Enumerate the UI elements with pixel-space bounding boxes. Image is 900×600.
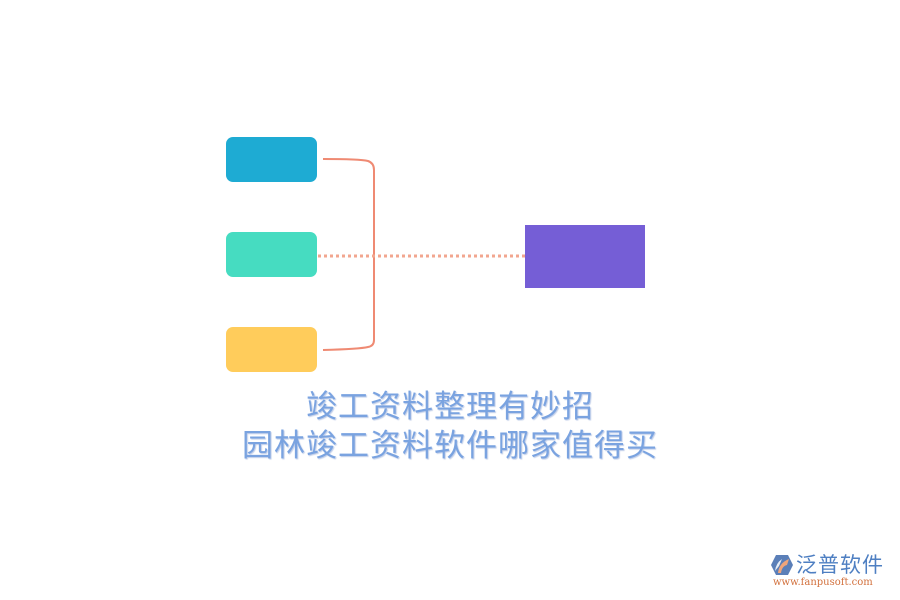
right-node-purple — [525, 225, 645, 288]
fanpu-logo-icon — [771, 555, 793, 575]
logo-url: www.fanpusoft.com — [773, 577, 873, 588]
left-node-blue — [226, 137, 317, 182]
title-line-2: 园林竣工资料软件哪家值得买 — [242, 428, 658, 464]
left-node-yellow — [226, 327, 317, 372]
left-node-teal — [226, 232, 317, 277]
fanpu-logo: 泛普软件 www.fanpusoft.com — [770, 552, 895, 592]
logo-name: 泛普软件 — [796, 553, 884, 577]
bracket-connector — [322, 158, 375, 351]
title-line-1: 竣工资料整理有妙招 — [306, 389, 594, 425]
